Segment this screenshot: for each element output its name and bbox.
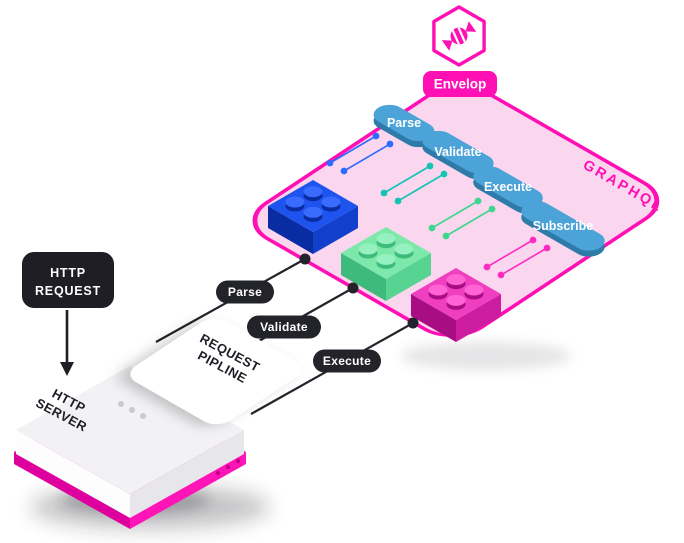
server-dot [118, 401, 124, 407]
svg-text:Validate: Validate [260, 320, 308, 334]
chip-parse-label: Parse [387, 116, 421, 130]
envelop-badge-label: Envelop [434, 77, 487, 92]
connector-execute [428, 197, 496, 240]
hexagon-icon [432, 5, 486, 67]
svg-text:Parse: Parse [228, 285, 262, 299]
request-pipeline-plane: REQUEST PIPLINE [130, 318, 301, 425]
svg-text:REQUEST: REQUEST [35, 284, 101, 298]
chip-validate: Validate [422, 130, 494, 180]
server-dot [129, 407, 135, 413]
stage-pills: Parse Validate Execute [216, 280, 381, 373]
arrow-down-icon [60, 310, 74, 376]
connector-validate [380, 162, 448, 205]
envelop-plane-shadow [401, 342, 571, 370]
chip-parse: Parse [373, 104, 435, 148]
http-request-box: HTTP REQUEST [22, 252, 114, 308]
server-dot [140, 413, 146, 419]
chip-subscribe-label: Subscribe [533, 219, 593, 233]
connector-parse [326, 132, 394, 175]
connector-subscribe [483, 236, 551, 279]
svg-text:Execute: Execute [323, 354, 371, 368]
stage-dot-validate [347, 282, 359, 294]
chip-subscribe: Subscribe [521, 201, 605, 257]
stage-pill-execute: Execute [313, 349, 381, 373]
chip-connectors [326, 132, 551, 279]
envelop-badge: Envelop [423, 71, 497, 97]
chip-execute: Execute [473, 166, 543, 214]
stage-dot-execute [407, 317, 419, 329]
stage-pill-parse: Parse [216, 280, 274, 304]
stage-pill-validate: Validate [247, 315, 321, 339]
envelop-logo: Envelop [423, 5, 497, 97]
chip-validate-label: Validate [434, 145, 481, 159]
svg-text:HTTP: HTTP [50, 266, 86, 280]
stage-dot-parse [299, 253, 311, 265]
chip-execute-label: Execute [484, 180, 532, 194]
candy-icon [441, 21, 477, 51]
